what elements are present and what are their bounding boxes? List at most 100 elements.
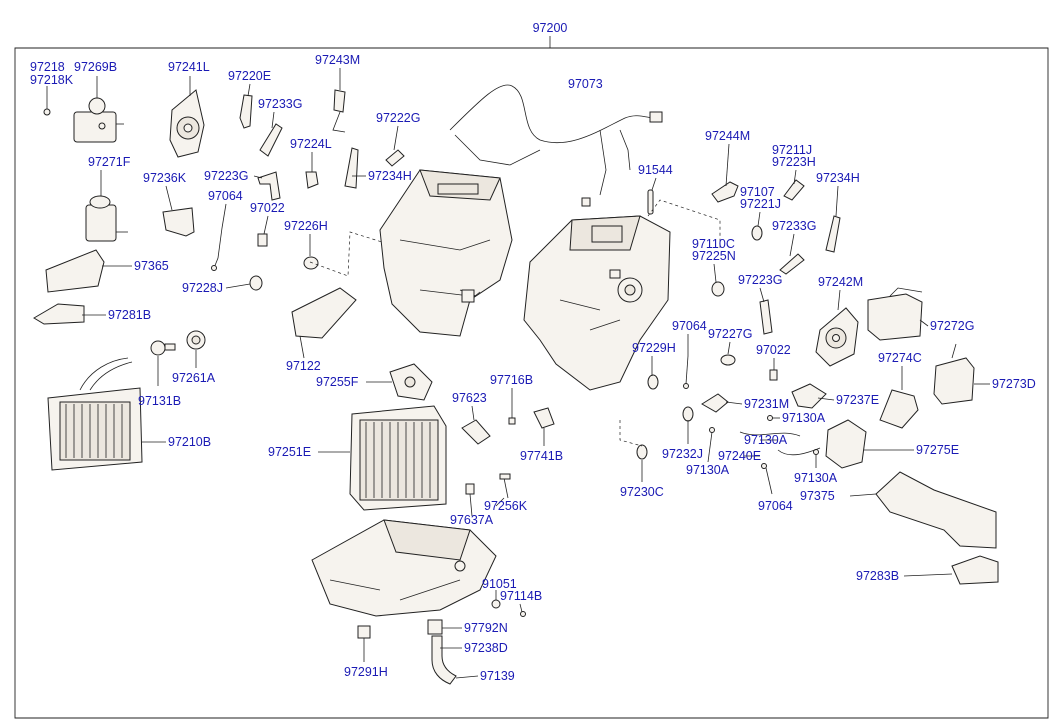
label-91051[interactable]: 91051 bbox=[482, 577, 517, 591]
label-91544[interactable]: 91544 bbox=[638, 163, 673, 177]
label-97022-a[interactable]: 97022 bbox=[250, 201, 285, 215]
label-97234h-a[interactable]: 97234H bbox=[368, 169, 412, 183]
bracket-97243m-drawing bbox=[332, 89, 346, 133]
clip-97224l-drawing bbox=[305, 171, 319, 189]
pad-97637a-drawing bbox=[465, 483, 475, 495]
label-97223h[interactable]: 97223H bbox=[772, 155, 816, 169]
lever-97211j-drawing bbox=[783, 179, 805, 201]
label-97139[interactable]: 97139 bbox=[480, 669, 515, 683]
label-97220e[interactable]: 97220E bbox=[228, 69, 271, 83]
label-97226h[interactable]: 97226H bbox=[284, 219, 328, 233]
bolt-97022-b-drawing bbox=[769, 369, 778, 381]
label-97716b[interactable]: 97716B bbox=[490, 373, 533, 387]
label-97283b[interactable]: 97283B bbox=[856, 569, 899, 583]
label-97273d[interactable]: 97273D bbox=[992, 377, 1036, 391]
label-97261a[interactable]: 97261A bbox=[172, 371, 216, 385]
label-97232j[interactable]: 97232J bbox=[662, 447, 703, 461]
label-97130a-c[interactable]: 97130A bbox=[686, 463, 730, 477]
label-97211j[interactable]: 97211J bbox=[772, 143, 812, 157]
label-97234h-b[interactable]: 97234H bbox=[816, 171, 860, 185]
label-97243m[interactable]: 97243M bbox=[315, 53, 360, 67]
label-97122[interactable]: 97122 bbox=[286, 359, 321, 373]
label-97275e[interactable]: 97275E bbox=[916, 443, 959, 457]
label-97792n[interactable]: 97792N bbox=[464, 621, 508, 635]
label-97269b[interactable]: 97269B bbox=[74, 60, 117, 74]
label-97242m[interactable]: 97242M bbox=[818, 275, 863, 289]
lever-97233g-b-drawing bbox=[779, 253, 805, 275]
label-97237e[interactable]: 97237E bbox=[836, 393, 879, 407]
label-97200[interactable]: 97200 bbox=[533, 21, 568, 35]
lever-97223g-a-drawing bbox=[257, 171, 281, 201]
label-97291h[interactable]: 97291H bbox=[344, 665, 388, 679]
clip-97232j-drawing bbox=[682, 406, 694, 422]
lower-case-drawing bbox=[311, 519, 497, 617]
label-97130a-d[interactable]: 97130A bbox=[794, 471, 838, 485]
label-97224l[interactable]: 97224L bbox=[290, 137, 332, 151]
clip-97229h-drawing bbox=[647, 374, 659, 390]
label-97233g-a[interactable]: 97233G bbox=[258, 97, 302, 111]
label-97110c[interactable]: 97110C bbox=[692, 237, 735, 251]
label-97221j[interactable]: 97221J bbox=[740, 197, 781, 211]
screw-97716b-drawing bbox=[508, 394, 516, 425]
label-97375[interactable]: 97375 bbox=[800, 489, 835, 503]
label-97114b[interactable]: 97114B bbox=[500, 589, 542, 603]
label-97251e[interactable]: 97251E bbox=[268, 445, 311, 459]
label-97223g-b[interactable]: 97223G bbox=[738, 273, 782, 287]
label-97244m[interactable]: 97244M bbox=[705, 129, 750, 143]
clip-97230c-drawing bbox=[636, 444, 648, 460]
actuator-97273d-drawing bbox=[933, 343, 975, 405]
label-97228j[interactable]: 97228J bbox=[182, 281, 223, 295]
screw-97218-drawing bbox=[43, 108, 51, 116]
bracket-97236k-drawing bbox=[162, 207, 195, 237]
label-97231m[interactable]: 97231M bbox=[744, 397, 789, 411]
label-97241l[interactable]: 97241L bbox=[168, 60, 210, 74]
label-97222g[interactable]: 97222G bbox=[376, 111, 420, 125]
label-97240e[interactable]: 97240E bbox=[718, 449, 761, 463]
pad-97281b-drawing bbox=[33, 303, 85, 325]
label-97229h[interactable]: 97229H bbox=[632, 341, 676, 355]
label-97274c[interactable]: 97274C bbox=[878, 351, 922, 365]
label-97255f[interactable]: 97255F bbox=[316, 375, 359, 389]
clip-97256k-drawing bbox=[499, 473, 511, 499]
label-97064-c[interactable]: 97064 bbox=[758, 499, 793, 513]
label-97741b[interactable]: 97741B bbox=[520, 449, 563, 463]
label-97225n[interactable]: 97225N bbox=[692, 249, 736, 263]
label-97218[interactable]: 97218 bbox=[30, 60, 65, 74]
wiring-harness-97073-drawing bbox=[449, 84, 663, 207]
heater-core-97210b-drawing bbox=[47, 357, 143, 471]
actuator-97242m-drawing bbox=[815, 307, 859, 367]
duct-97365-drawing bbox=[45, 249, 105, 293]
label-97637a[interactable]: 97637A bbox=[450, 513, 494, 527]
lever-97234h-a-drawing bbox=[344, 147, 359, 189]
label-97281b[interactable]: 97281B bbox=[108, 308, 151, 322]
label-97365[interactable]: 97365 bbox=[134, 259, 169, 273]
label-97271f[interactable]: 97271F bbox=[88, 155, 131, 169]
label-97022-b[interactable]: 97022 bbox=[756, 343, 791, 357]
bolt-91544-drawing bbox=[647, 189, 654, 215]
label-97223g-a[interactable]: 97223G bbox=[204, 169, 248, 183]
label-97130a-a[interactable]: 97130A bbox=[782, 411, 826, 425]
label-97272g[interactable]: 97272G bbox=[930, 319, 974, 333]
label-97107[interactable]: 97107 bbox=[740, 185, 775, 199]
label-97233g-b[interactable]: 97233G bbox=[772, 219, 816, 233]
sensor-97741b-drawing bbox=[533, 407, 555, 429]
lever-97234h-b-drawing bbox=[825, 215, 841, 253]
bolt-97022-a-drawing bbox=[257, 233, 268, 247]
label-97131b[interactable]: 97131B bbox=[138, 394, 181, 408]
actuator-97269b-drawing bbox=[73, 97, 124, 143]
label-97218k[interactable]: 97218K bbox=[30, 73, 74, 87]
label-97227g[interactable]: 97227G bbox=[708, 327, 752, 341]
grommet-97227g-drawing bbox=[720, 354, 736, 366]
sensor-97274c-drawing bbox=[879, 389, 919, 429]
label-97064-b[interactable]: 97064 bbox=[672, 319, 707, 333]
label-97238d[interactable]: 97238D bbox=[464, 641, 508, 655]
label-97064-a[interactable]: 97064 bbox=[208, 189, 243, 203]
label-97130a-b[interactable]: 97130A bbox=[744, 433, 788, 447]
label-97230c[interactable]: 97230C bbox=[620, 485, 664, 499]
wire-97240e-drawing bbox=[739, 431, 821, 456]
label-97256k[interactable]: 97256K bbox=[484, 499, 528, 513]
label-97073[interactable]: 97073 bbox=[568, 77, 603, 91]
label-97236k[interactable]: 97236K bbox=[143, 171, 187, 185]
label-97210b[interactable]: 97210B bbox=[168, 435, 211, 449]
label-97623[interactable]: 97623 bbox=[452, 391, 487, 405]
